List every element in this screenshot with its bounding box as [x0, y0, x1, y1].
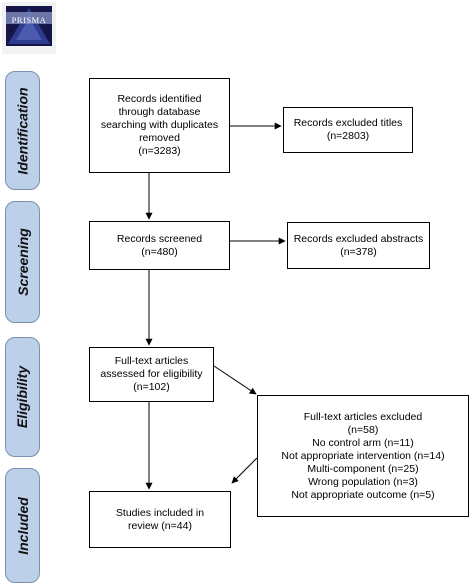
prisma-logo: PRISMA — [2, 2, 56, 54]
box-excluded-titles: Records excluded titles (n=2803) — [283, 107, 413, 153]
box-line: through database — [118, 106, 201, 118]
box-records-screened: Records screened (n=480) — [89, 221, 230, 270]
box-line: Not appropriate intervention (n=14) — [281, 449, 445, 462]
box-line: Not appropriate outcome (n=5) — [291, 488, 435, 501]
box-studies-included: Studies included in review (n=44) — [89, 491, 231, 548]
arrow-assessed-to-excluded-fulltext — [213, 365, 257, 395]
box-line: Records screened — [116, 232, 203, 245]
box-line: review (n=44) — [128, 519, 192, 532]
box-line: Records identified — [117, 93, 202, 105]
box-line: Studies included in — [115, 506, 205, 519]
box-line: (n=2803) — [326, 130, 370, 142]
box-line: removed — [139, 132, 180, 144]
box-line: (n=3283) — [138, 145, 181, 157]
box-line: assessed for eligibility — [100, 368, 203, 380]
stage-screening: Screening — [5, 201, 40, 323]
box-excluded-abstracts: Records excluded abstracts (n=378) — [287, 222, 430, 269]
box-full-text-assessed: Full-text articles assessed for eligibil… — [89, 347, 214, 402]
box-line: Records excluded abstracts — [293, 232, 424, 245]
box-line: Full-text articles — [114, 355, 189, 367]
arrow-excluded-fulltext-to-included — [231, 457, 258, 484]
box-line: Wrong population (n=3) — [308, 475, 418, 488]
box-full-text-excluded: Full-text articles excluded (n=58) No co… — [257, 395, 469, 517]
stage-included: Included — [5, 468, 40, 583]
box-line: (n=480) — [141, 245, 178, 258]
box-line: Multi-component (n=25) — [307, 462, 419, 475]
box-line: (n=378) — [340, 245, 377, 258]
box-line: Records excluded titles — [293, 117, 403, 129]
box-line: (n=58) — [347, 423, 379, 436]
stage-eligibility: Eligibility — [5, 337, 40, 457]
box-records-identified: Records identified through database sear… — [89, 78, 230, 173]
box-line: No control arm (n=11) — [312, 436, 414, 449]
logo-text: PRISMA — [11, 15, 47, 25]
box-line: Full-text articles excluded — [303, 410, 423, 423]
stage-identification: Identification — [5, 71, 40, 190]
box-line: (n=102) — [133, 381, 170, 393]
box-line: searching with duplicates — [100, 119, 219, 131]
